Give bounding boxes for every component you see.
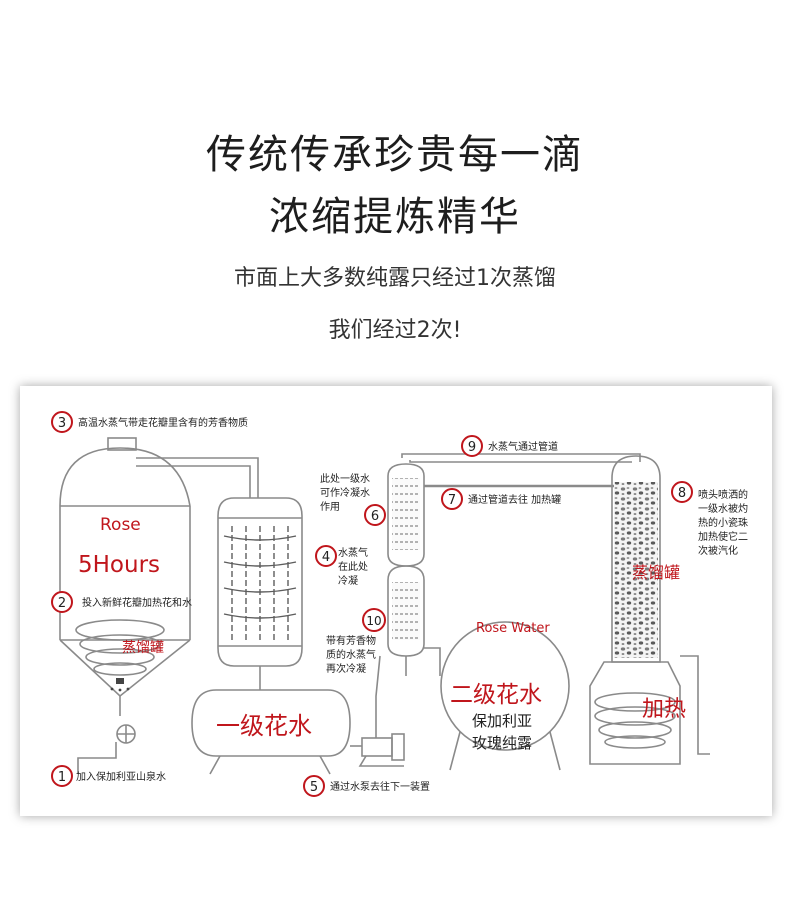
step-6-line-3: 作用: [320, 501, 340, 513]
condenser-two-upper-fill: [392, 478, 420, 550]
second-water-desc-line-1: 保加利亚: [472, 712, 532, 730]
condenser-one-coils: [223, 526, 297, 640]
step-2-number: 2: [58, 596, 66, 611]
step-7-text: 通过管道去往 加热罐: [468, 493, 561, 506]
condenser-two: [387, 463, 630, 676]
heating-label: 加热: [642, 697, 686, 722]
rose-water-label: Rose Water: [476, 621, 550, 636]
right-distill-tank-label: 蒸馏罐: [632, 563, 680, 582]
step-1-number: 1: [58, 770, 66, 785]
step-9-number: 9: [468, 440, 476, 455]
first-water-label: 一级花水: [216, 712, 312, 740]
five-hours-label: 5Hours: [78, 552, 160, 578]
step-5-text: 通过水泵去往下一装置: [330, 780, 430, 793]
step-10-line-3: 再次冷凝: [326, 662, 366, 675]
step-6: 此处一级水 可作冷凝水 作用 6: [320, 472, 386, 526]
step-1: 1 加入保加利亚山泉水: [51, 765, 166, 787]
step-8-line-1: 喷头喷洒的: [698, 488, 748, 501]
step-2-text: 投入新鲜花瓣加热花和水: [82, 596, 192, 609]
step-10: 10 带有芳香物 质的水蒸气 再次冷凝: [326, 608, 386, 675]
left-distill-tank: [59, 437, 259, 774]
title-line-2: 浓缩提炼精华: [269, 194, 521, 240]
step-2: 2 投入新鲜花瓣加热花和水: [51, 591, 192, 613]
subtitle-line-2: 我们经过2次!: [328, 318, 462, 343]
step-9-text: 水蒸气通过管道: [488, 440, 558, 453]
first-water-tank: [191, 655, 405, 775]
step-3: 3 高温水蒸气带走花瓣里含有的芳香物质: [51, 411, 248, 433]
step-8-number: 8: [678, 486, 686, 501]
step-8: 8 喷头喷洒的 一级水被灼 热的小瓷珠 加热使它二 次被汽化: [671, 481, 748, 557]
distillation-diagram-panel: 3 高温水蒸气带走花瓣里含有的芳香物质 9 水蒸气通过管道 7 通过管道去往 加…: [20, 386, 772, 816]
step-10-line-1: 带有芳香物: [326, 634, 376, 647]
step-7-number: 7: [448, 493, 456, 508]
second-water-label: 二级花水: [450, 682, 542, 708]
step-5-number: 5: [310, 780, 318, 795]
rose-label: Rose: [100, 515, 141, 535]
distillation-diagram: 3 高温水蒸气带走花瓣里含有的芳香物质 9 水蒸气通过管道 7 通过管道去往 加…: [51, 411, 748, 797]
step-8-line-2: 一级水被灼: [698, 502, 748, 515]
step-6-line-2: 可作冷凝水: [320, 486, 370, 499]
spray-nozzle-icon: [110, 678, 130, 692]
second-water-desc-line-2: 玫瑰纯露: [472, 734, 532, 752]
step-4: 4 水蒸气 在此处 冷凝: [315, 545, 368, 587]
step-10-number: 10: [366, 614, 381, 628]
condenser-two-lower-fill: [392, 582, 420, 640]
title-line-1: 传统传承珍贵每一滴: [206, 132, 584, 178]
subtitle-line-1: 市面上大多数纯露只经过1次蒸馏: [234, 266, 556, 291]
step-8-line-5: 次被汽化: [698, 544, 738, 557]
step-5: 5 通过水泵去往下一装置: [303, 775, 430, 797]
step-10-line-2: 质的水蒸气: [326, 648, 376, 661]
step-1-text: 加入保加利亚山泉水: [76, 770, 166, 783]
ceramic-beads-fill: [614, 482, 658, 658]
left-distill-tank-label: 蒸馏罐: [122, 640, 164, 656]
step-8-line-4: 加热使它二: [698, 530, 748, 543]
step-4-line-1: 水蒸气: [338, 546, 368, 559]
step-3-number: 3: [58, 416, 66, 431]
step-8-line-3: 热的小瓷珠: [698, 516, 748, 529]
step-4-number: 4: [322, 550, 330, 565]
right-distill-tower: [589, 455, 710, 765]
step-7: 7 通过管道去往 加热罐: [441, 488, 561, 510]
top-pipe: [401, 453, 641, 463]
step-6-line-1: 此处一级水: [320, 472, 370, 485]
step-3-text: 高温水蒸气带走花瓣里含有的芳香物质: [78, 416, 248, 429]
step-9: 9 水蒸气通过管道: [461, 435, 558, 457]
step-6-number: 6: [371, 509, 379, 524]
step-4-line-3: 冷凝: [338, 574, 358, 587]
condenser-one: [217, 497, 303, 690]
step-4-line-2: 在此处: [338, 560, 368, 573]
rose-water-tank: [440, 621, 570, 771]
